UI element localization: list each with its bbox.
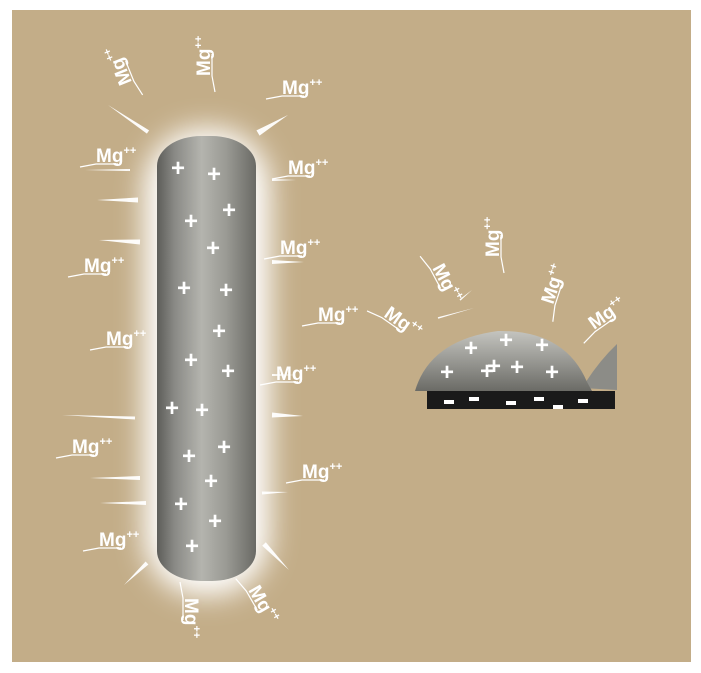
rod-plus-sign: + (182, 443, 196, 470)
rod-plus-sign: + (207, 161, 221, 188)
droplet-plus-sign: + (510, 354, 524, 381)
rod-plus-sign: + (195, 397, 209, 424)
droplet-plus-sign: + (535, 332, 549, 359)
rod-plus-sign: + (219, 277, 233, 304)
rod-plus-sign: + (222, 197, 236, 224)
rod-plus-sign: + (208, 508, 222, 535)
substrate-minus-sign (534, 397, 544, 401)
rod-plus-sign: + (217, 434, 231, 461)
rod-plus-sign: + (171, 155, 185, 182)
magnesium-rod: ++++++++++++++++++ (144, 128, 270, 596)
rod-plus-sign: + (212, 318, 226, 345)
rod-plus-sign: + (184, 347, 198, 374)
rod-plus-sign: + (204, 468, 218, 495)
droplet-plus-sign: + (440, 359, 454, 386)
rod-plus-sign: + (221, 358, 235, 385)
rod-plus-sign: + (185, 533, 199, 560)
droplet-plus-sign: + (464, 335, 478, 362)
substrate-minus-sign (553, 405, 563, 409)
substrate-minus-sign (506, 401, 516, 405)
droplet-plus-sign: + (499, 327, 513, 354)
substrate-minus-sign (578, 399, 588, 403)
rod-body (157, 136, 256, 581)
droplet-plus-sign: + (480, 358, 494, 385)
substrate-minus-sign (444, 400, 454, 404)
rod-plus-sign: + (177, 275, 191, 302)
rod-plus-sign: + (174, 491, 188, 518)
rod-plus-sign: + (184, 208, 198, 235)
rod-plus-sign: + (165, 395, 179, 422)
rod-plus-sign: + (206, 235, 220, 262)
substrate-minus-sign (469, 397, 479, 401)
droplet-plus-sign: + (545, 359, 559, 386)
